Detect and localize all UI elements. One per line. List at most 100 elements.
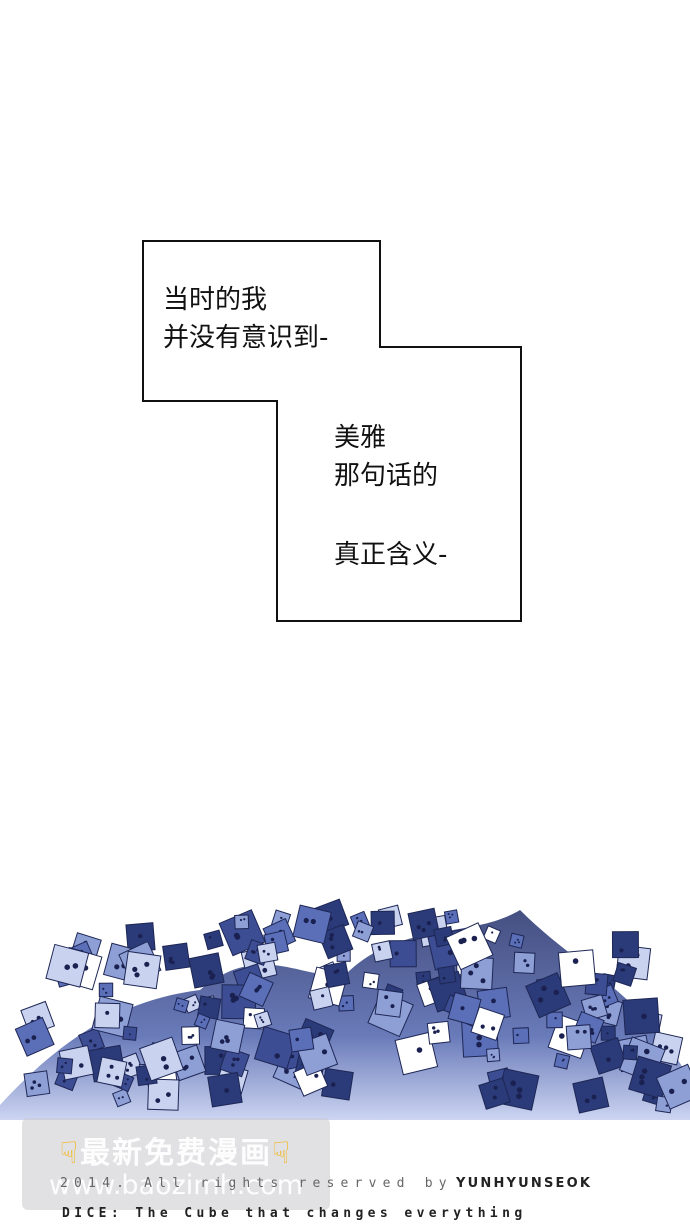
die-pip xyxy=(229,992,236,999)
copyright-text: 2014. All rights reserved by xyxy=(60,1176,453,1191)
die-pip xyxy=(106,1073,111,1078)
die xyxy=(96,1056,128,1088)
die-pip xyxy=(329,936,334,941)
die-pip xyxy=(473,963,479,969)
die-pip xyxy=(606,1032,609,1035)
caption-first: 当时的我 并没有意识到- xyxy=(163,281,328,357)
die-pip xyxy=(588,1005,592,1009)
die xyxy=(288,1026,315,1053)
die-pip xyxy=(25,1038,30,1044)
die-pip xyxy=(377,945,381,949)
die-pip xyxy=(232,1057,236,1062)
die-pip xyxy=(145,1077,149,1081)
die xyxy=(173,997,190,1014)
die-pip xyxy=(128,1033,131,1036)
die-pip xyxy=(471,935,478,942)
dice-cluster xyxy=(0,898,690,1120)
die xyxy=(317,923,354,960)
die-pip xyxy=(442,976,446,980)
die xyxy=(55,1057,74,1075)
dice-pile-illustration xyxy=(0,898,690,1120)
die-pip xyxy=(590,1031,595,1035)
watermark-title-text: 最新免费漫画 xyxy=(80,1136,272,1171)
die-pip xyxy=(394,951,399,956)
die-pip xyxy=(30,1086,34,1090)
die-pip xyxy=(181,1004,184,1007)
die-pip xyxy=(526,963,530,967)
die xyxy=(513,951,536,975)
watermark-url: www.baozimh.com xyxy=(49,1170,303,1201)
die-pip xyxy=(639,1079,645,1086)
die-pip xyxy=(651,1096,655,1100)
die-pip xyxy=(109,1064,114,1069)
die-pip xyxy=(262,967,268,973)
die-pip xyxy=(603,999,607,1003)
die-pip xyxy=(607,996,611,999)
die-pip xyxy=(230,997,236,1003)
die xyxy=(557,949,597,988)
die-pip xyxy=(163,1064,169,1070)
die xyxy=(23,1070,51,1098)
die xyxy=(122,1025,138,1041)
die-pip xyxy=(32,1080,37,1084)
die-pip xyxy=(607,1013,612,1018)
die-pip xyxy=(537,997,544,1003)
die-pip xyxy=(480,1024,485,1029)
die xyxy=(162,942,191,971)
die-pip xyxy=(267,952,270,956)
die-pip xyxy=(231,1063,235,1067)
die xyxy=(478,1077,511,1110)
die xyxy=(309,986,334,1011)
die-pip xyxy=(436,1029,440,1033)
die-pip xyxy=(194,1001,197,1004)
caption-panel-outline xyxy=(142,240,522,622)
die-pip xyxy=(426,921,431,926)
die-pip xyxy=(620,968,624,972)
die-pip xyxy=(203,1018,206,1021)
caption-line: 美雅 xyxy=(334,423,387,453)
die xyxy=(193,1012,211,1030)
die-pip xyxy=(493,1055,496,1058)
die-pip xyxy=(236,1057,240,1062)
die-pip xyxy=(572,958,579,964)
die-pip xyxy=(270,937,275,942)
die-pip xyxy=(492,1095,497,1100)
die xyxy=(443,909,460,925)
die xyxy=(292,904,332,945)
die-pip xyxy=(321,994,325,998)
watermark-badge: ☟最新免费漫画☟ www.baozimh.com xyxy=(22,1118,330,1210)
die-pip xyxy=(460,1006,465,1011)
die-pip xyxy=(458,938,465,945)
die-pip xyxy=(252,950,256,954)
die-pip xyxy=(591,1094,597,1100)
die-pip xyxy=(329,933,334,938)
die-pip xyxy=(126,1078,129,1081)
die-pip xyxy=(575,1029,580,1034)
die-pip xyxy=(491,998,496,1004)
author-name: YUNHYUNSEOK xyxy=(456,1176,593,1191)
die-pip xyxy=(669,1049,674,1054)
die-pip xyxy=(341,1004,345,1008)
die xyxy=(371,940,394,963)
die xyxy=(98,982,114,998)
die-pip xyxy=(416,1047,423,1053)
die xyxy=(612,961,638,987)
die-pip xyxy=(89,1039,93,1043)
die-pip xyxy=(105,1010,110,1015)
die xyxy=(323,961,351,989)
die-pip xyxy=(160,1056,167,1062)
die-pip xyxy=(72,963,79,969)
die xyxy=(203,929,224,951)
die-pip xyxy=(681,1078,687,1085)
die-pip xyxy=(669,1088,675,1094)
die-pip xyxy=(64,1061,67,1065)
die-pip xyxy=(591,1007,595,1011)
die-pip xyxy=(303,917,309,924)
die-pip xyxy=(510,1080,516,1086)
die-pip xyxy=(608,982,611,985)
die-pip xyxy=(480,978,486,984)
die-pip xyxy=(516,1093,522,1099)
die xyxy=(655,1063,690,1110)
die-pip xyxy=(224,1088,230,1093)
